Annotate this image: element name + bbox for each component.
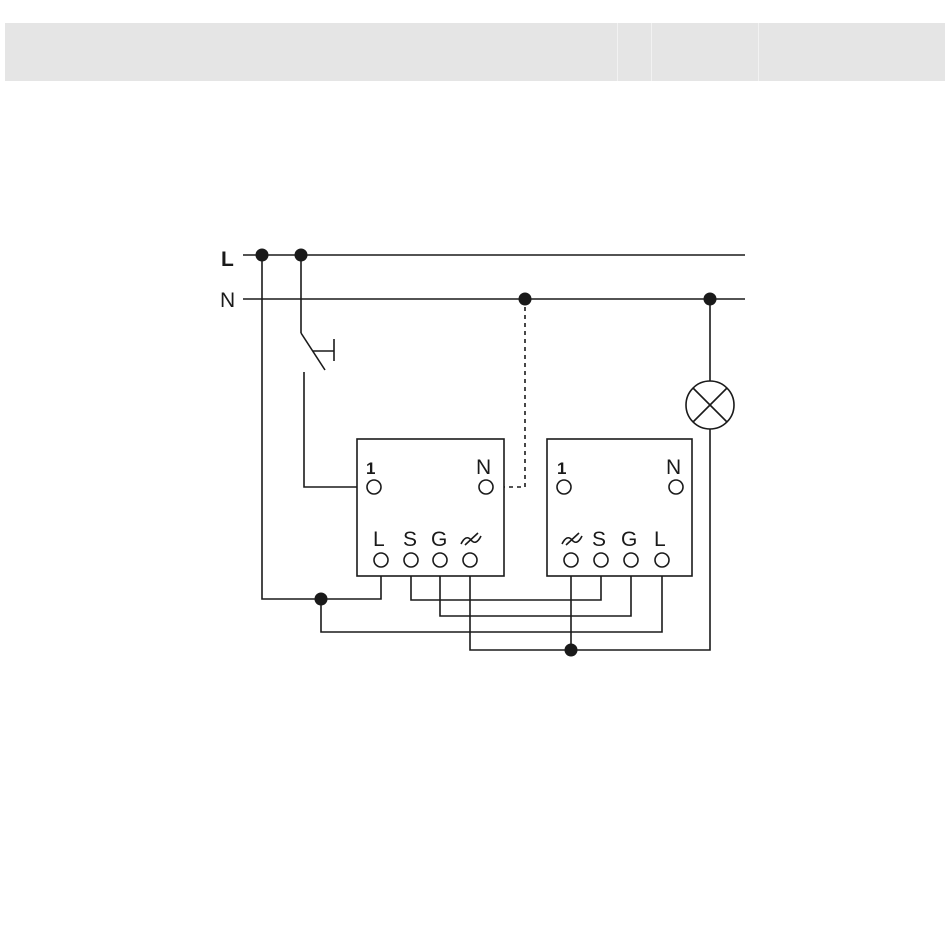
- left-terminal-1-label: 1: [366, 459, 375, 478]
- left-terminal-1: [367, 480, 381, 494]
- right-terminal-l-label: L: [654, 528, 666, 551]
- left-terminal-n: [479, 480, 493, 494]
- right-terminal-load: [564, 553, 578, 567]
- junction-dot: [565, 644, 578, 657]
- junction-dot: [295, 249, 308, 262]
- left-terminal-l: [374, 553, 388, 567]
- left-terminal-n-label: N: [476, 456, 491, 479]
- left-terminal-l-label: L: [373, 528, 385, 551]
- line-rail-label: L: [221, 248, 234, 271]
- right-terminal-1: [557, 480, 571, 494]
- right-terminal-s: [594, 553, 608, 567]
- lamp-icon: [686, 381, 734, 429]
- right-terminal-n-label: N: [666, 456, 681, 479]
- left-terminal-s: [404, 553, 418, 567]
- left-device: 1 N L S G: [357, 439, 504, 576]
- junction-dot: [519, 293, 532, 306]
- right-terminal-g-label: G: [621, 528, 637, 551]
- junction-dot: [256, 249, 269, 262]
- junction-dot: [704, 293, 717, 306]
- junction-dot: [315, 593, 328, 606]
- right-device: 1 N S G L: [547, 439, 692, 576]
- left-terminal-s-label: S: [403, 528, 417, 551]
- push-button-icon: [301, 333, 334, 370]
- right-terminal-g: [624, 553, 638, 567]
- right-terminal-1-label: 1: [557, 459, 566, 478]
- right-terminal-s-label: S: [592, 528, 606, 551]
- left-terminal-load: [463, 553, 477, 567]
- left-terminal-g: [433, 553, 447, 567]
- right-terminal-n: [669, 480, 683, 494]
- neutral-rail-label: N: [220, 289, 235, 312]
- left-terminal-g-label: G: [431, 528, 447, 551]
- right-terminal-l: [655, 553, 669, 567]
